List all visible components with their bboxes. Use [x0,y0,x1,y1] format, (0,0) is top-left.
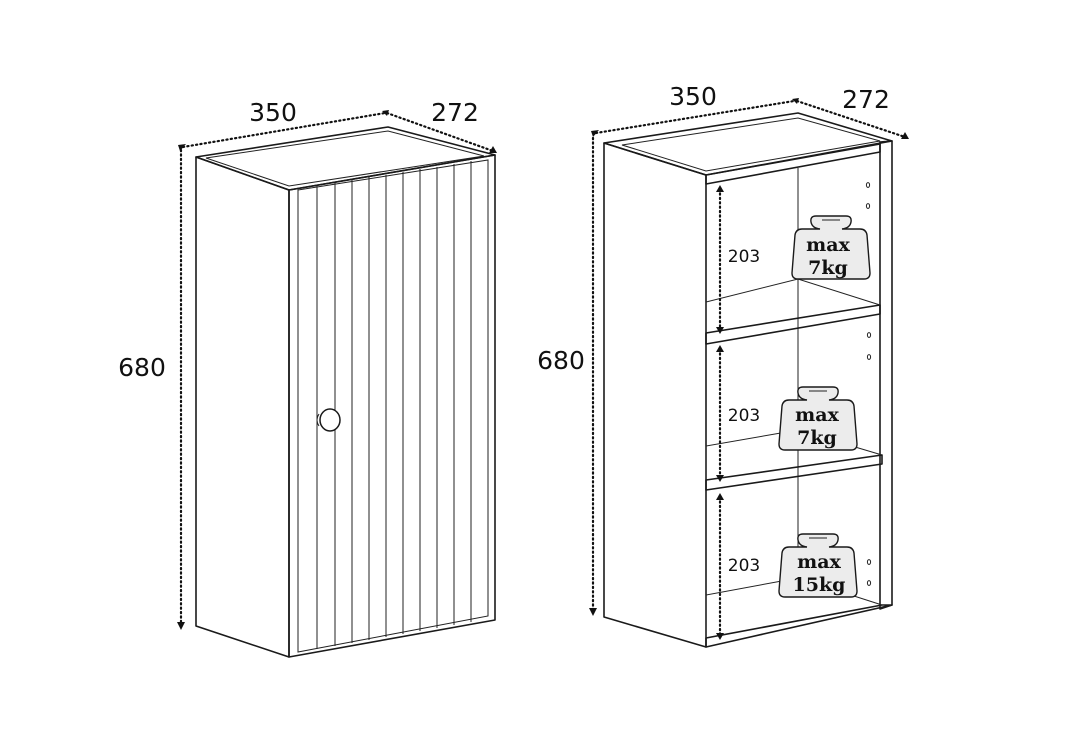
depth-dimension-line [385,111,495,153]
shelf-spacing-label-1: 203 [728,247,760,267]
round-knob-icon [316,408,341,432]
closed-width-label: 350 [249,98,297,127]
closed-depth-label: 272 [431,98,479,127]
door-slats [316,161,472,649]
weight-badge-3 [778,533,858,598]
shelf-spacing-label-2: 203 [728,406,760,426]
weight-badge-1 [791,215,871,280]
open-width-dimension-line [594,99,796,135]
weight-value-label-3: 15kg [793,574,846,596]
open-cabinet [589,98,909,648]
weight-badge-2 [778,386,858,451]
cabinet-door [288,154,496,658]
weight-value-label-1: 7kg [808,257,848,279]
weight-max-label-2: max [795,404,839,426]
shelf-spacing-label-3: 203 [728,556,760,576]
open-width-label: 350 [669,82,717,111]
open-top [603,112,893,176]
cabinet-side [195,156,290,658]
width-dimension-line [181,111,387,149]
open-depth-label: 272 [842,85,890,114]
open-right-panel [879,140,893,610]
closed-cabinet [177,110,497,658]
shelf-1 [705,278,881,345]
weight-max-label-3: max [797,551,841,573]
open-side [603,142,707,648]
closed-height-label: 680 [118,353,166,382]
shelf-pin-holes [865,182,872,586]
open-height-label: 680 [537,346,585,375]
weight-max-label-1: max [806,234,850,256]
open-depth-dimension-line [795,99,907,139]
weight-value-label-2: 7kg [797,427,837,449]
